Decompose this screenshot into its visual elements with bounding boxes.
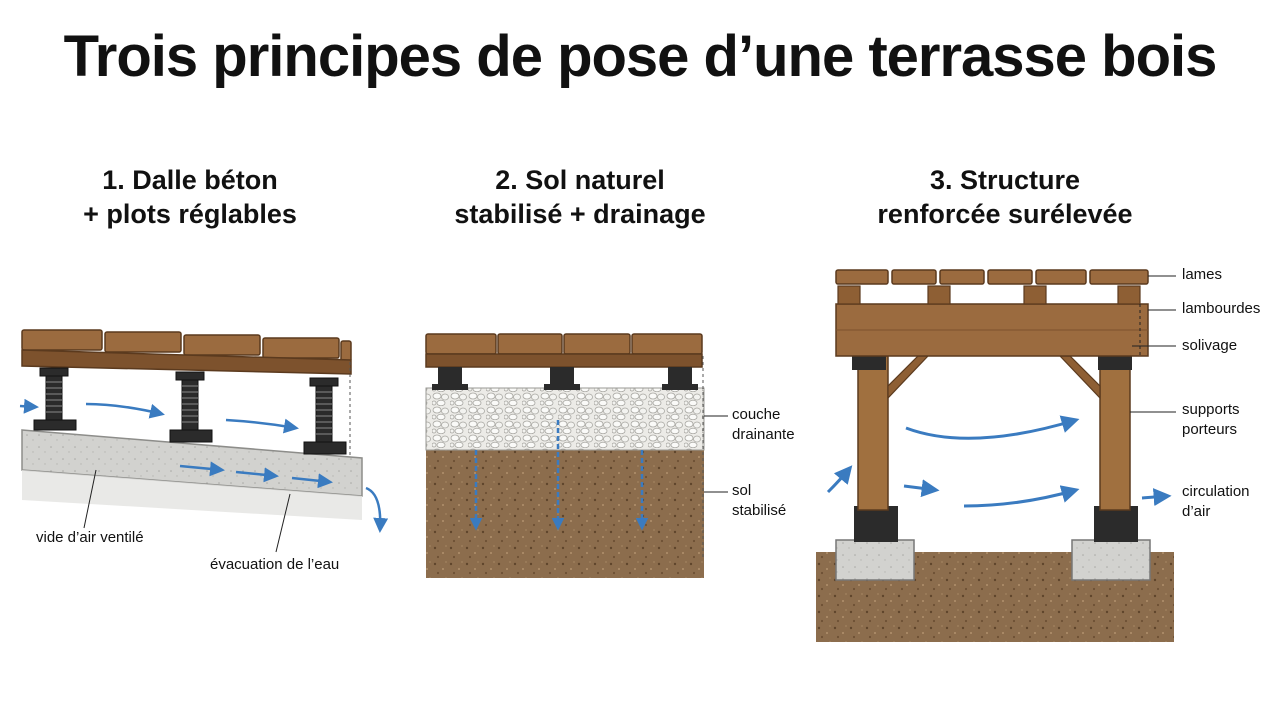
label-stabilized-soil: sol stabilisé — [732, 481, 786, 521]
label-air-circulation-line2: d’air — [1182, 503, 1211, 520]
panel-2-heading-line2: stabilisé + drainage — [454, 199, 706, 229]
label-beams: solivage — [1182, 337, 1238, 354]
support-pads — [432, 367, 698, 390]
panel-2-illustration — [425, 333, 728, 578]
deck-boards-1 — [21, 329, 352, 375]
joists — [837, 285, 1141, 305]
panel-2-heading-line1: 2. Sol naturel — [495, 165, 665, 195]
label-drainage-layer-line1: couche — [732, 406, 781, 423]
label-air-gap: vide d’air ventilé — [36, 529, 144, 546]
label-stabilized-soil-line1: sol — [732, 482, 752, 499]
panel-3-heading-line2: renforcée surélevée — [877, 199, 1133, 229]
label-joists: lambourdes — [1182, 300, 1261, 317]
label-drainage-layer: couche drainante — [732, 405, 795, 445]
label-air-circulation-line1: circulation — [1182, 483, 1250, 500]
deck-boards-2 — [425, 333, 703, 368]
panel-3-heading: 3. Structure renforcée surélevée — [850, 163, 1160, 231]
label-posts: supports porteurs — [1182, 400, 1240, 440]
label-posts-line2: porteurs — [1182, 421, 1238, 438]
label-stabilized-soil-line2: stabilisé — [732, 502, 787, 519]
post-base-left — [854, 506, 898, 542]
panel-2-heading: 2. Sol naturel stabilisé + drainage — [430, 163, 730, 231]
panel-3-heading-line1: 3. Structure — [929, 165, 1081, 195]
adjustable-pedestals — [33, 367, 347, 455]
panel-1-illustration — [19, 329, 389, 553]
stabilized-soil — [426, 448, 704, 578]
post-right — [1099, 355, 1131, 511]
footing-left — [835, 539, 915, 581]
footing-right — [1071, 539, 1151, 581]
deck-boards-3 — [835, 269, 1149, 285]
post-base-right — [1094, 506, 1138, 542]
panel-1-heading-line1: 1. Dalle béton — [102, 165, 278, 195]
drainage-layer — [425, 387, 705, 451]
page-title: Trois principes de pose d’une terrasse b… — [63, 24, 1218, 89]
drainage-arrows — [469, 420, 649, 531]
airflow-arrows-1 — [19, 398, 389, 533]
label-air-circulation: circulation d’air — [1182, 482, 1250, 522]
airflow-arrows-3 — [826, 415, 1172, 508]
panel-1-heading: 1. Dalle béton + plots réglables — [40, 163, 340, 231]
panel-1-heading-line2: + plots réglables — [83, 199, 297, 229]
panel-3-illustration — [816, 269, 1176, 642]
label-posts-line1: supports — [1182, 401, 1240, 418]
label-drainage-layer-line2: drainante — [732, 426, 795, 443]
post-left — [857, 355, 889, 511]
label-boards: lames — [1182, 266, 1223, 283]
label-water-drain: évacuation de l’eau — [210, 556, 340, 573]
